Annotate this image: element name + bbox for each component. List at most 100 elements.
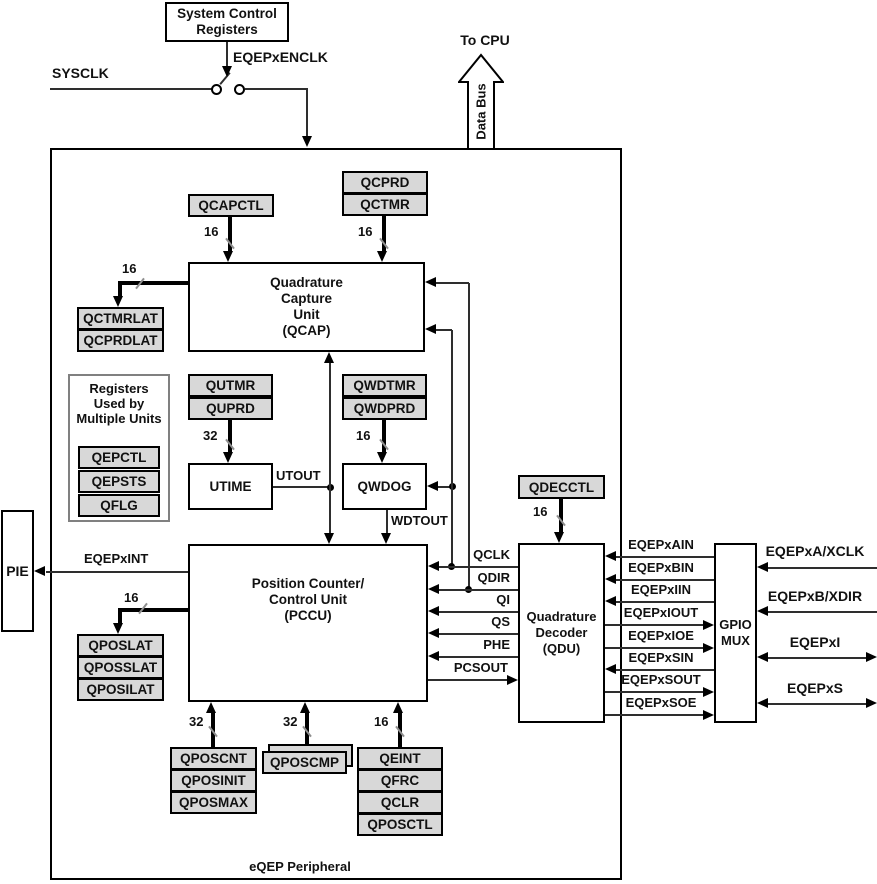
- sysclk-into-peripheral-arrowhead: [302, 136, 312, 147]
- qclk-to-qcap-arrowhead: [425, 324, 436, 334]
- utime-unit-box: UTIME: [188, 463, 273, 510]
- utout-label: UTOUT: [276, 468, 321, 483]
- qi-label: QI: [496, 592, 510, 607]
- eqepxa-xclk-pin-label: EQEPxA/XCLK: [765, 543, 865, 559]
- bus-qposcmp-arrowhead: [300, 702, 310, 713]
- phe-line: [438, 656, 518, 658]
- bus-qctmr-to-qcap: [382, 215, 386, 252]
- eqepxiout-label: EQEPxIOUT: [623, 605, 699, 620]
- eqepxi-pin-line: [768, 657, 866, 659]
- eqepxioe-arrowhead: [703, 643, 714, 653]
- register-qposilat: QPOSILAT: [77, 678, 164, 701]
- bus-qwdprd-to-qwdog: [382, 419, 386, 453]
- qdir-arrowhead: [428, 584, 439, 594]
- bus-pccu-to-poslat-v: [118, 608, 122, 624]
- eqepxain-line: [615, 556, 714, 558]
- qclk-line: [438, 566, 518, 568]
- pie-box: PIE: [1, 510, 34, 632]
- phe-arrowhead: [428, 651, 439, 661]
- system-control-registers-box: System Control Registers: [165, 2, 289, 42]
- bus-qeint-arrowhead: [393, 702, 403, 713]
- wdtout-label: WDTOUT: [391, 513, 448, 528]
- eqepxs-pin-arrowhead-right: [866, 698, 877, 708]
- eqepxsin-arrowhead: [605, 664, 616, 674]
- wdtout-line: [386, 510, 388, 534]
- eqepxsoe-label: EQEPxSOE: [625, 695, 697, 710]
- gpio-mux-box: GPIO MUX: [714, 543, 757, 723]
- phe-label: PHE: [483, 637, 510, 652]
- register-qeint: QEINT: [357, 747, 443, 770]
- sysclk-line: [50, 88, 212, 90]
- register-qposmax: QPOSMAX: [170, 791, 257, 814]
- sysclk-label: SYSCLK: [52, 65, 109, 81]
- pcsout-label: PCSOUT: [453, 660, 508, 675]
- eqepxiin-line: [615, 601, 714, 603]
- register-qposslat: QPOSSLAT: [77, 656, 164, 679]
- bus-width-label: 16: [356, 428, 371, 443]
- bus-width-label: 32: [203, 428, 218, 443]
- eqepxiin-label: EQEPxIIN: [631, 582, 691, 597]
- bus-poscnt-arrowhead: [206, 702, 216, 713]
- eqepxioe-line: [605, 647, 703, 649]
- register-qposctl: QPOSCTL: [357, 813, 443, 836]
- eqepxa-xclk-pin-arrowhead: [757, 562, 768, 572]
- eqepxs-pin-line: [768, 703, 866, 705]
- register-qcapctl: QCAPCTL: [188, 194, 274, 217]
- eqepxint-arrowhead: [34, 566, 45, 576]
- register-quprd: QUPRD: [188, 397, 273, 420]
- bus-width-label: 16: [204, 224, 219, 239]
- eqepxbin-label: EQEPxBIN: [628, 560, 694, 575]
- eqepxs-pin-arrowhead-left: [757, 698, 768, 708]
- sysclk-routed-line-v: [306, 88, 308, 136]
- bus-width-label: 16: [533, 504, 548, 519]
- eqepxb-xdir-pin-arrowhead: [757, 606, 768, 616]
- bus-utime-arrowhead: [223, 452, 233, 463]
- eqepxsout-label: EQEPxSOUT: [621, 672, 701, 687]
- eqep-peripheral-label: eQEP Peripheral: [249, 859, 351, 874]
- eqepxsin-label: EQEPxSIN: [628, 650, 694, 665]
- qclk-to-qcap-line: [436, 329, 452, 331]
- utout-line: [273, 486, 330, 488]
- eqepxiout-arrowhead: [703, 620, 714, 630]
- qs-line: [438, 633, 518, 635]
- data-bus-arrow: [458, 53, 504, 148]
- utout-to-qcap-arrowhead: [324, 352, 334, 363]
- bus-qdecctl-arrowhead: [554, 532, 564, 543]
- eqepxiin-arrowhead: [605, 596, 616, 606]
- register-qwdprd: QWDPRD: [342, 397, 427, 420]
- eqepxint-line: [46, 571, 188, 573]
- data-bus-label: Data Bus: [473, 83, 489, 140]
- eqepxain-arrowhead: [605, 551, 616, 561]
- eqepxiout-line: [605, 624, 703, 626]
- utout-vertical-line: [329, 362, 331, 534]
- qdir-line: [438, 589, 518, 591]
- eqepxi-pin-label: EQEPxI: [789, 634, 841, 650]
- register-qctmr: QCTMR: [342, 193, 428, 216]
- pccu-unit-box: Position Counter/ Control Unit (PCCU): [188, 544, 428, 702]
- register-qepctl: QEPCTL: [78, 446, 160, 469]
- bus-qcap-to-latch-h: [120, 281, 188, 285]
- eqepxbin-line: [615, 579, 714, 581]
- qclk-label: QCLK: [473, 547, 510, 562]
- pcsout-arrowhead: [507, 675, 518, 685]
- eqepxa-xclk-pin-line: [768, 567, 877, 569]
- clock-switch-contact-left: [211, 84, 222, 95]
- multi-unit-registers-title: Registers Used by Multiple Units: [76, 381, 162, 426]
- bus-width-label: 16: [124, 590, 139, 605]
- eqepxsout-line: [605, 691, 703, 693]
- qdu-unit-box: Quadrature Decoder (QDU): [518, 543, 605, 723]
- qclk-to-qwdog-line: [431, 486, 452, 488]
- register-qepsts: QEPSTS: [78, 470, 160, 493]
- eqepxs-pin-label: EQEPxS: [786, 680, 844, 696]
- qs-arrowhead: [428, 628, 439, 638]
- bus-qctmr-arrowhead: [377, 251, 387, 262]
- qwdog-unit-box: QWDOG: [342, 463, 427, 510]
- enclk-arrowhead: [222, 66, 232, 77]
- register-qutmr: QUTMR: [188, 374, 273, 397]
- register-qcprdlat: QCPRDLAT: [77, 329, 164, 352]
- qdir-to-qcap-line: [436, 282, 469, 284]
- register-qctmrlat: QCTMRLAT: [77, 307, 164, 330]
- register-qposcnt: QPOSCNT: [170, 747, 257, 770]
- qclk-feed-vertical-line: [451, 330, 453, 567]
- bus-width-label: 16: [358, 224, 373, 239]
